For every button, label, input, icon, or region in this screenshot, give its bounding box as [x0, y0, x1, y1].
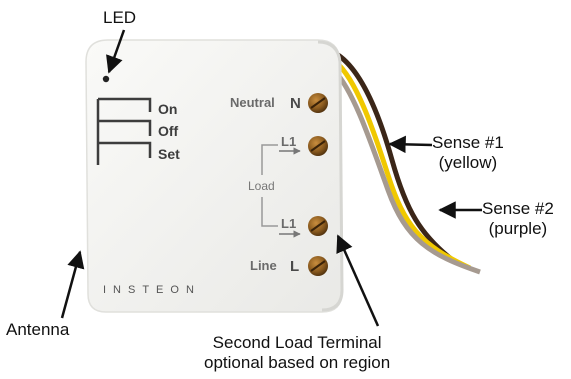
wire-gray — [332, 68, 481, 275]
line-label: Line — [250, 258, 277, 273]
screw-l1-top-icon — [308, 136, 328, 156]
second-load-arrow — [336, 234, 380, 327]
sense1-title: Sense #1 — [432, 133, 504, 152]
neutral-letter: N — [290, 95, 301, 112]
sense1-color: (yellow) — [438, 153, 498, 172]
sense1-callout-label: Sense #1 (yellow) — [432, 133, 504, 173]
brand-logo-text: INSTEON — [103, 284, 201, 296]
neutral-label: Neutral — [230, 95, 275, 110]
antenna-callout-text: Antenna — [6, 320, 70, 339]
button-on-label: On — [158, 101, 177, 117]
button-labels: On Off Set — [158, 101, 180, 162]
screw-neutral-icon — [308, 93, 328, 113]
sense1-arrow — [388, 135, 433, 154]
second-load-note: optional based on region — [204, 353, 391, 372]
led-callout-text: LED — [103, 8, 137, 27]
sense2-title: Sense #2 — [482, 199, 554, 218]
second-load-callout-label: Second Load Terminal optional based on r… — [204, 333, 390, 373]
sense2-color: (purple) — [488, 219, 548, 238]
button-off-label: Off — [158, 123, 179, 139]
led-indicator — [102, 75, 110, 83]
device-body — [85, 39, 344, 313]
antenna-callout-label: Antenna — [6, 320, 69, 340]
wire-brown — [336, 52, 457, 264]
wires — [332, 52, 481, 275]
led-callout-label: LED — [103, 8, 136, 28]
load-label: Load — [248, 179, 275, 193]
l1-bottom-label: L1 — [281, 216, 296, 231]
screw-line-icon — [308, 256, 328, 276]
button-set-label: Set — [158, 146, 180, 162]
load-bracket — [261, 144, 278, 227]
wire-yellow — [334, 60, 472, 271]
line-letter: L — [290, 258, 299, 275]
antenna-arrow — [60, 250, 85, 319]
button-ladder — [96, 97, 152, 165]
led-arrow — [106, 29, 126, 74]
second-load-title: Second Load Terminal — [212, 333, 382, 352]
l1-top-label: L1 — [281, 134, 296, 149]
screw-l1-bottom-icon — [308, 216, 328, 236]
sense2-callout-label: Sense #2 (purple) — [482, 199, 554, 239]
